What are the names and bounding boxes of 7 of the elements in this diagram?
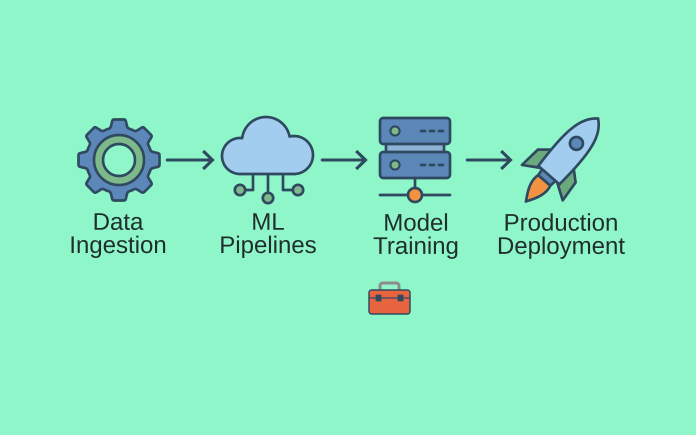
stage-label: Production Deployment <box>498 213 625 259</box>
arrow <box>166 150 215 170</box>
arrow <box>320 150 368 170</box>
stage-label: ML Pipelines <box>221 213 316 258</box>
stage-label: Model Training <box>374 213 458 259</box>
arrow <box>466 150 513 170</box>
stage-label: Data Ingestion <box>72 213 166 258</box>
